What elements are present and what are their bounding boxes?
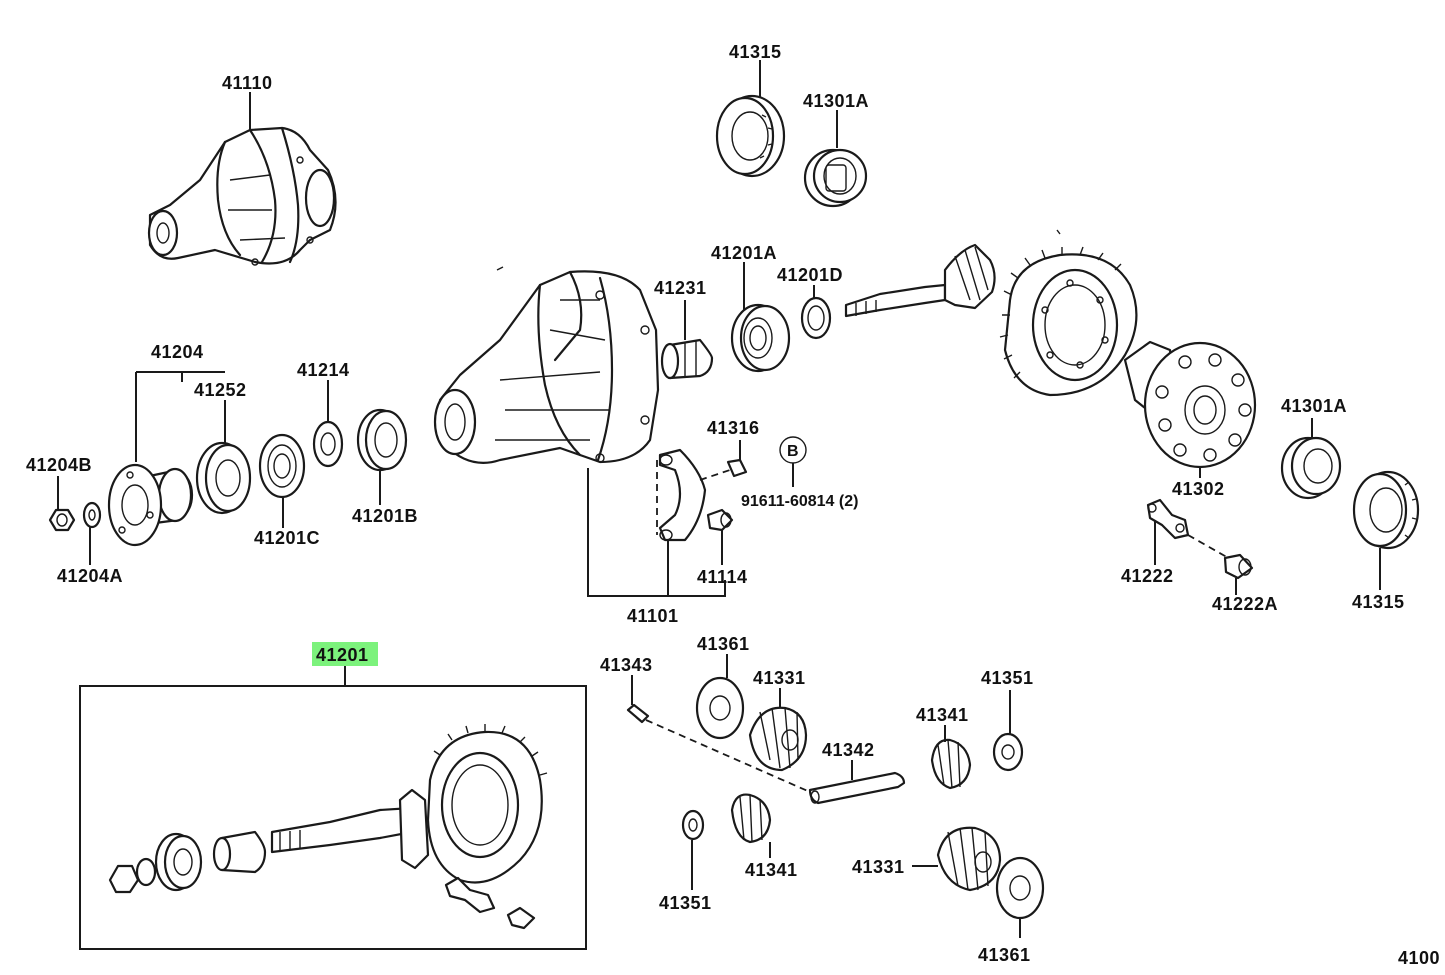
part-41343-pin[interactable]	[626, 703, 650, 724]
label-41351-right: 41351	[981, 668, 1034, 688]
part-41204-companion-flange[interactable]	[107, 463, 194, 547]
part-bearing-cap	[658, 448, 707, 542]
kit-spacer	[212, 830, 267, 874]
label-41301A-right: 41301A	[1281, 396, 1347, 416]
label-41316: 41316	[707, 418, 760, 438]
kit-bolt	[506, 906, 536, 930]
label-ref-b: B	[787, 443, 799, 460]
label-41101: 41101	[627, 606, 679, 626]
kit-bearing	[154, 832, 203, 892]
label-41331-top: 41331	[753, 668, 806, 688]
highlight-41201	[312, 642, 378, 666]
part-41201D-washer[interactable]	[800, 296, 832, 340]
label-41204: 41204	[151, 342, 204, 362]
label-41252: 41252	[194, 380, 247, 400]
part-41201A-bearing[interactable]	[730, 303, 791, 373]
part-41351-bottom-thrust-washer[interactable]	[681, 809, 705, 841]
part-41351-right-thrust-washer[interactable]	[992, 732, 1024, 772]
kit-ring-gear	[426, 724, 548, 884]
label-41201: 41201	[316, 645, 369, 665]
mark-case-top	[496, 266, 504, 271]
label-41341-bottom: 41341	[745, 860, 798, 880]
label-41342: 41342	[822, 740, 875, 760]
label-41214: 41214	[297, 360, 350, 380]
label-41315-right: 41315	[1352, 592, 1405, 612]
label-41331-bottom: 41331	[852, 857, 905, 877]
mark-ring-top	[1056, 229, 1061, 235]
part-41302-differential-case[interactable]	[1123, 340, 1257, 469]
part-41316-adjusting-lock[interactable]	[726, 458, 748, 478]
part-41204A-washer[interactable]	[82, 501, 102, 529]
part-41341-right-pinion-gear[interactable]	[930, 738, 972, 790]
kit-lock-plate	[444, 876, 496, 914]
label-41351-bottom: 41351	[659, 893, 712, 913]
part-41301A-top-bearing[interactable]	[803, 148, 868, 208]
part-41315-top-oil-seal[interactable]	[715, 94, 786, 178]
label-41201B: 41201B	[352, 506, 418, 526]
part-41214-washer[interactable]	[312, 420, 344, 468]
label-41231: 41231	[654, 278, 707, 298]
part-drive-pinion-shaft	[844, 243, 996, 318]
part-41201B-oil-seal[interactable]	[356, 408, 408, 472]
kit-washer	[135, 857, 157, 887]
label-41361-bottom: 41361	[978, 945, 1031, 965]
label-41222: 41222	[1121, 566, 1174, 586]
label-91611-60814: 91611-60814 (2)	[741, 493, 858, 510]
part-41331-bottom-side-gear[interactable]	[936, 826, 1002, 892]
part-41204B-nut[interactable]	[48, 508, 76, 532]
label-41204A: 41204A	[57, 566, 123, 586]
label-41341-right: 41341	[916, 705, 969, 725]
part-41101-carrier-case[interactable]	[433, 270, 660, 464]
label-41110: 41110	[222, 73, 273, 93]
part-41231-spacer[interactable]	[660, 338, 714, 380]
kit-pinion-shaft	[270, 788, 430, 870]
label-41201D: 41201D	[777, 265, 843, 285]
part-41301A-right-bearing[interactable]	[1280, 436, 1342, 500]
label-41201C: 41201C	[254, 528, 320, 548]
kit-41201-box	[79, 685, 587, 950]
kit-nut	[108, 864, 140, 894]
label-41302: 41302	[1172, 479, 1225, 499]
part-41315-right-oil-seal[interactable]	[1352, 470, 1420, 550]
label-figure-code: 4100	[1398, 948, 1440, 968]
label-41301A-top: 41301A	[803, 91, 869, 111]
part-ring-gear-right	[999, 246, 1138, 397]
part-41201C-bearing[interactable]	[258, 433, 306, 499]
part-41114-bolt[interactable]	[706, 508, 734, 532]
label-41361-top: 41361	[697, 634, 750, 654]
part-41342-pinion-shaft[interactable]	[808, 771, 906, 805]
label-41201A: 41201A	[711, 243, 777, 263]
label-41315-top: 41315	[729, 42, 782, 62]
part-41110-housing[interactable]	[147, 126, 337, 266]
label-41114: 41114	[697, 567, 748, 587]
part-41361-top-thrust-washer[interactable]	[695, 676, 745, 740]
label-41222A: 41222A	[1212, 594, 1278, 614]
part-41222A-bolt[interactable]	[1223, 553, 1254, 580]
label-41343: 41343	[600, 655, 653, 675]
part-41341-bottom-pinion-gear[interactable]	[730, 793, 772, 844]
part-41361-bottom-thrust-washer[interactable]	[995, 856, 1045, 920]
label-41204B: 41204B	[26, 455, 92, 475]
part-41252-dust-deflector[interactable]	[195, 441, 252, 515]
part-41331-top-side-gear[interactable]	[748, 706, 808, 772]
